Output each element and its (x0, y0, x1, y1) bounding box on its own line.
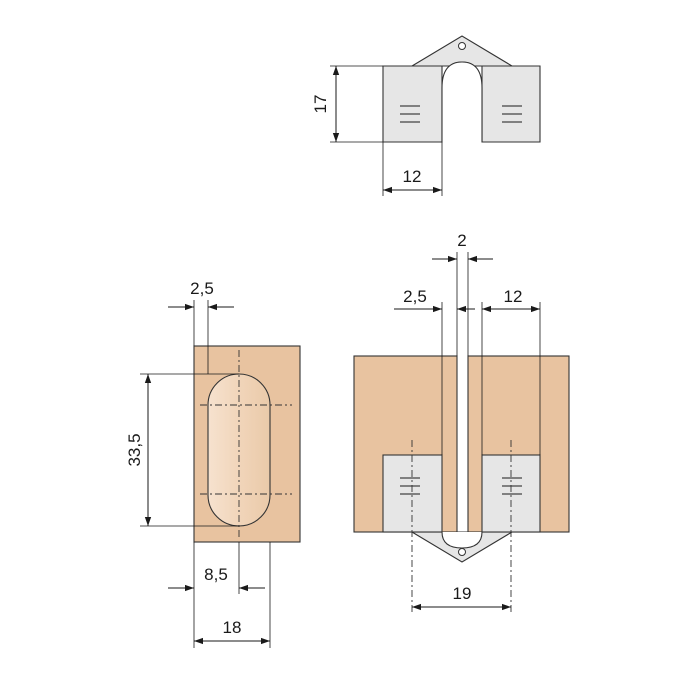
dim-left-height: 33,5 (125, 373, 239, 527)
dim-left-total-width-label: 18 (223, 618, 242, 637)
dim-top-height: 17 (311, 65, 383, 143)
top-view: 17 12 (311, 35, 541, 196)
hatch-marks-cup-b (502, 477, 522, 495)
right-view: 2 2,5 12 19 (353, 231, 570, 612)
dim-left-total-width: 18 (193, 542, 271, 648)
hatch-marks-cup-a (400, 477, 420, 495)
hinge-arch-opening (441, 61, 483, 142)
hinge-arch-lower (441, 531, 483, 549)
dim-left-offset-label: 2,5 (190, 279, 214, 298)
dim-right-block-width-label: 12 (504, 287, 523, 306)
hatch-marks-left (400, 105, 420, 123)
dim-right-spacing: 19 (412, 584, 511, 611)
dim-right-spacing-label: 19 (453, 584, 472, 603)
dim-right-offset: 2,5 (394, 287, 475, 455)
dim-right-block-width: 12 (481, 287, 541, 455)
dim-right-offset-label: 2,5 (403, 287, 427, 306)
dim-left-slot-width: 8,5 (168, 542, 265, 594)
hatch-marks-right (502, 105, 522, 123)
dim-right-gap-label: 2 (457, 231, 466, 250)
dim-top-height-label: 17 (311, 95, 330, 114)
dim-left-offset: 2,5 (168, 279, 234, 374)
hinge-pin-hole (458, 42, 466, 50)
left-view: 2,5 33,5 8,5 18 (125, 279, 301, 648)
dim-left-slot-width-label: 8,5 (204, 565, 228, 584)
dim-left-height-label: 33,5 (125, 433, 144, 466)
dim-top-width-label: 12 (403, 167, 422, 186)
hinge-pin-hole-lower (458, 548, 466, 556)
dim-top-width: 12 (382, 142, 443, 196)
dim-right-gap: 2 (432, 231, 493, 356)
